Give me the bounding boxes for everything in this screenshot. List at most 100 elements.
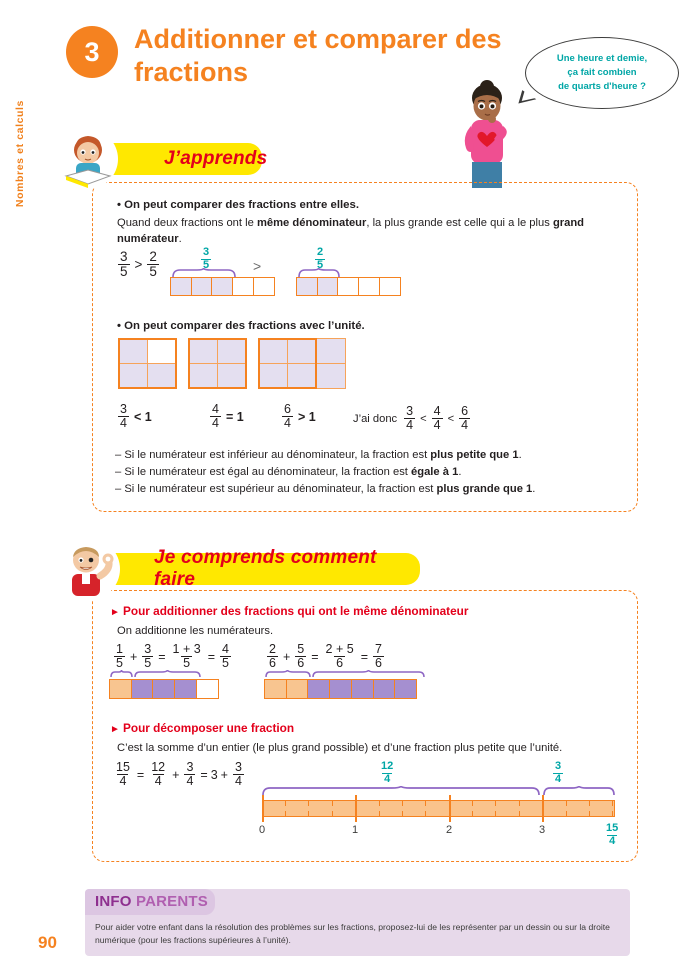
numerator: 2: [149, 249, 157, 264]
denominator: 5: [181, 656, 193, 671]
jecomprends-banner-label: Je comprends comment faire: [154, 547, 377, 590]
strip-cell: [211, 277, 234, 296]
square-cell-filled: [146, 362, 177, 389]
whole-number: 3: [210, 767, 218, 782]
denominator: 4: [210, 416, 221, 431]
numberline-minor-tick: [332, 800, 334, 806]
numerator: 3: [120, 402, 127, 416]
strip-cell-purple: [329, 679, 353, 699]
square-cell-filled: [118, 362, 148, 389]
fraction-4-5: 4 5: [220, 642, 231, 670]
fraction-15-4-endlabel: 15 4: [604, 822, 620, 847]
boy-ok-illustration: [58, 538, 120, 600]
strip-cell-purple: [394, 679, 418, 699]
denominator: 4: [118, 416, 129, 431]
strip-cell-purple: [130, 679, 154, 699]
fraction-3-5: 3 5: [118, 249, 130, 279]
denominator: 6: [334, 656, 346, 671]
strip-cell-purple: [350, 679, 374, 699]
denominator: 5: [201, 258, 212, 271]
comparison-expression: = 1: [225, 409, 244, 424]
numberline-major-tick: [262, 795, 265, 822]
speech-bubble: Une heure et demie, ça fait combien de q…: [525, 37, 679, 109]
denominator: 4: [607, 834, 618, 847]
numberline-minor-tick: [425, 800, 427, 806]
numerator: 4: [433, 404, 441, 418]
numerator: 3: [555, 760, 562, 772]
strip-cell: [316, 277, 339, 296]
rule-text-c: .: [458, 466, 462, 478]
triangle-bullet-icon: ►: [110, 724, 120, 735]
square-cell-filled: [118, 338, 148, 364]
numberline-minor-tick: [332, 811, 334, 817]
equation-2-6-plus-5-6: 2 6 + 5 6 = 2 + 5 6 = 7 6: [265, 642, 386, 671]
fraction-3-4-label: 3 4: [553, 760, 564, 785]
square-row: [258, 338, 346, 364]
numerator: 3: [234, 760, 242, 774]
numberline-minor-tick: [285, 811, 287, 817]
square-cell-filled: [188, 338, 218, 364]
numberline-minor-tick: [285, 800, 287, 806]
numerator: 1 + 3: [172, 642, 201, 656]
speech-bubble-text: Une heure et demie, ça fait combien de q…: [556, 53, 648, 92]
fraction-1plus3-5: 1 + 3 5: [171, 642, 203, 671]
brace-eq2-second-term: [312, 670, 425, 678]
fraction-12-4-label: 12 4: [379, 760, 395, 785]
numerator: 7: [375, 642, 382, 656]
fraction-4-4: 4 4: [210, 402, 221, 431]
japprends-panel: [92, 182, 638, 512]
fraction-6-4: 6 4: [282, 402, 293, 430]
add-numerators-text: On additionne les numérateurs.: [117, 625, 274, 637]
numerator: 5: [297, 642, 305, 656]
numerator: 6: [284, 402, 291, 416]
plus-sign: +: [129, 649, 138, 664]
inequality-3-4-lt-1: 3 4 < 1: [116, 402, 155, 431]
chapter-number-badge: 3: [66, 26, 118, 78]
numerator: 4: [222, 642, 229, 656]
numerator: 2: [317, 246, 324, 258]
girl-reading-illustration: [58, 129, 118, 189]
rule-text-c: .: [518, 449, 522, 461]
numberline-label-12-4: 12 4: [377, 760, 397, 785]
triangle-bullet-icon: ►: [110, 607, 120, 618]
fraction-7-6: 7 6: [373, 642, 384, 671]
brace-numberline-12-4: [262, 786, 540, 796]
denominator: 5: [114, 656, 125, 671]
fraction-6-4: 6 4: [459, 404, 471, 432]
rule-less-than-one: – Si le numérateur est inférieur au déno…: [115, 447, 615, 463]
rule-bold: égale à 1: [411, 466, 459, 478]
denominator: 4: [431, 418, 443, 433]
numerator: 3: [120, 249, 128, 264]
plus-sign: +: [220, 767, 228, 782]
square-row: [118, 338, 177, 364]
square-cell-filled: [286, 362, 317, 389]
fraction-12-4: 12 4: [149, 760, 167, 788]
rule-greater-than-one: – Si le numérateur est supérieur au déno…: [115, 481, 615, 497]
equals-sign: =: [200, 767, 208, 782]
strip-cell-purple: [372, 679, 396, 699]
jecomprends-banner: Je comprends comment faire: [68, 547, 420, 590]
square-cell-filled: [216, 338, 247, 364]
unit-square-3-4: [118, 338, 177, 389]
denominator: 6: [373, 656, 384, 671]
fraction-3-5: 3 5: [142, 642, 154, 670]
numerator: 6: [461, 404, 469, 418]
denominator: 4: [232, 774, 244, 789]
numberline-minor-tick: [425, 811, 427, 817]
equals-sign: =: [207, 649, 215, 664]
strip-cell-purple: [152, 679, 176, 699]
info-parents-text: Pour aider votre enfant dans la résoluti…: [95, 922, 610, 945]
fraction-5-6: 5 6: [295, 642, 307, 670]
info-parents-tab: [85, 889, 215, 915]
rule-bold: plus petite que 1: [430, 449, 519, 461]
strip2-fraction-label: 2 5: [313, 246, 327, 271]
rule-text-a: – Si le numérateur est inférieur au déno…: [115, 449, 431, 461]
girl-character-illustration: [464, 80, 507, 188]
equals-sign: =: [136, 767, 145, 782]
unit-square-6-4: [258, 338, 346, 389]
equals-sign: =: [311, 649, 319, 664]
square-cell-filled: [258, 362, 288, 389]
denominator: 6: [267, 656, 278, 671]
rule-text-a: – Si le numérateur est supérieur au déno…: [115, 483, 437, 495]
denominator: 4: [553, 772, 564, 785]
